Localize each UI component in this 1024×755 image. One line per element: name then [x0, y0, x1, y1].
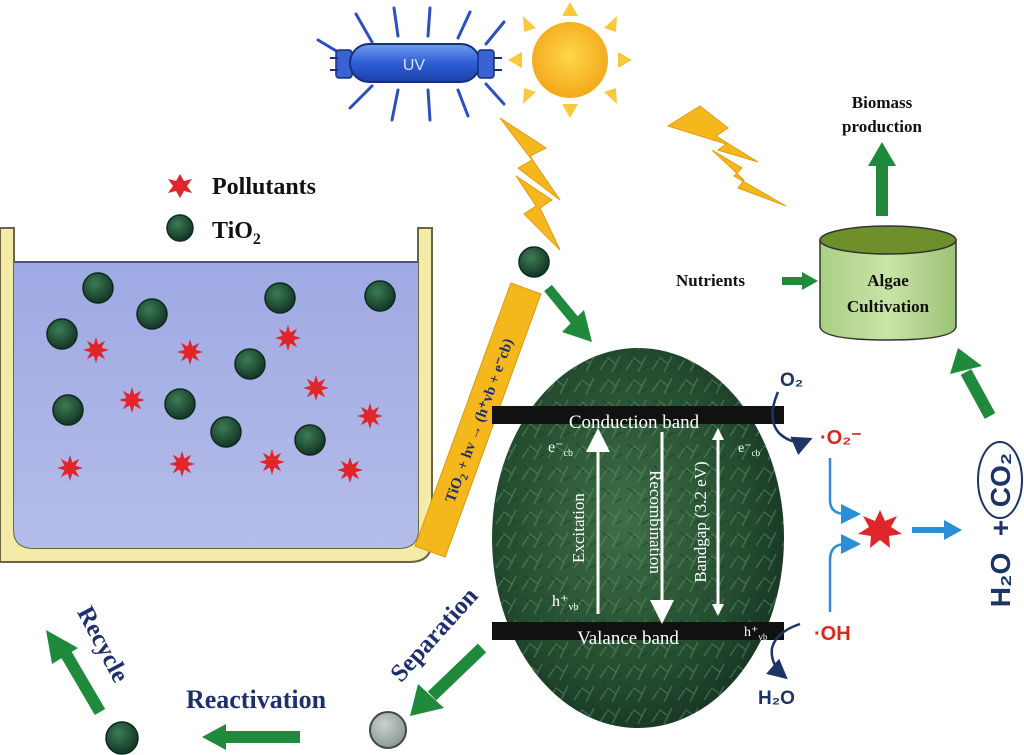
pollutant-icon: [168, 174, 192, 198]
lightning-bolt-icon: [666, 105, 787, 207]
hole-vb-right: h⁺vb: [744, 625, 768, 642]
lightning-bolt-icon: [499, 117, 561, 251]
pollutant-particle: [337, 457, 363, 483]
conduction-band-bar: [492, 406, 784, 424]
arrow-to-products: [912, 520, 962, 540]
uv-label: UV: [403, 57, 426, 74]
pollutant-particle: [357, 403, 383, 429]
catalyst-particle: Conduction band Valance band e⁻cb h⁺vb E…: [492, 348, 784, 728]
algae-cultivation-tank: Algae Cultivation: [819, 225, 957, 341]
legend-pollutants: Pollutants: [212, 174, 316, 200]
arrow-biomass: [868, 142, 896, 216]
spent-catalyst-icon: [369, 711, 407, 749]
product-co2: CO₂: [985, 453, 1016, 507]
tio2-particle: [294, 424, 326, 456]
o2-label: O₂: [780, 370, 803, 391]
pollutant-particle: [275, 325, 301, 351]
h2o-label: H₂O: [758, 688, 795, 709]
pollutant-particle: [303, 375, 329, 401]
tio2-particle-icon: [518, 246, 550, 278]
product-h2o: H₂O: [985, 553, 1016, 607]
tank-particles: [46, 272, 396, 483]
recombination-label: Recombination: [646, 470, 665, 574]
excitation-label: Excitation: [569, 493, 588, 563]
tio2-particle: [82, 272, 114, 304]
arrow-to-catalyst: [544, 284, 592, 342]
legend: Pollutants TiO2: [166, 174, 316, 248]
oxygen-reduction: O₂ ·O₂⁻: [771, 370, 862, 456]
pollutant-particle: [259, 449, 285, 475]
pollutant-particle: [177, 339, 203, 365]
arrow-reactivation: [202, 724, 300, 750]
arrow-recycle: [46, 630, 106, 716]
algae-label-line1: Algae: [867, 271, 909, 290]
uv-rays: [316, 6, 506, 122]
tio2-particle: [364, 280, 396, 312]
pollutant-degraded-icon: [858, 510, 902, 548]
tio2-particle: [52, 394, 84, 426]
radical-attack-arrows: [828, 458, 861, 612]
uv-lamp: UV: [316, 6, 506, 122]
tio2-particle: [210, 416, 242, 448]
hydroxyl-label: ·OH: [814, 623, 851, 645]
biomass-label-line2: production: [842, 117, 923, 136]
pollutant-particle: [57, 455, 83, 481]
hole-vb-left: h⁺vb: [552, 593, 578, 613]
water-oxidation: ·OH H₂O: [758, 622, 851, 709]
sun-icon: [508, 2, 632, 118]
separation-label: Separation: [385, 583, 483, 688]
superoxide-label: ·O₂⁻: [820, 427, 862, 449]
electron-cb-left: e⁻cb: [548, 439, 573, 459]
pollutant-particle: [83, 337, 109, 363]
arrow-separation: [410, 643, 487, 716]
arrow-nutrients: [782, 272, 818, 290]
conduction-band-label: Conduction band: [569, 412, 700, 433]
pollutant-particle: [119, 387, 145, 413]
reactivation-label: Reactivation: [186, 685, 327, 714]
valence-band-label: Valance band: [577, 628, 679, 649]
biomass-label-line1: Biomass: [852, 93, 913, 112]
tio2-particle-icon: [166, 214, 194, 242]
nutrients-label: Nutrients: [676, 271, 745, 290]
products: H₂O + CO₂: [977, 441, 1023, 607]
product-plus: +: [985, 520, 1016, 536]
tio2-particle: [46, 318, 78, 350]
valence-band-bar: [492, 622, 784, 640]
reactor-tank: [0, 227, 433, 563]
tio2-particle: [164, 388, 196, 420]
algae-label-line2: Cultivation: [847, 297, 930, 316]
tio2-particle: [234, 348, 266, 380]
pollutant-particle: [169, 451, 195, 477]
reactivated-catalyst-icon: [105, 721, 139, 755]
tio2-particle: [264, 282, 296, 314]
electron-cb-right: e⁻cb: [738, 441, 761, 458]
bandgap-label: Bandgap (3.2 eV): [691, 461, 710, 582]
arrow-co2-to-algae: [950, 348, 996, 419]
legend-tio2: TiO2: [212, 218, 261, 248]
tio2-particle: [136, 298, 168, 330]
